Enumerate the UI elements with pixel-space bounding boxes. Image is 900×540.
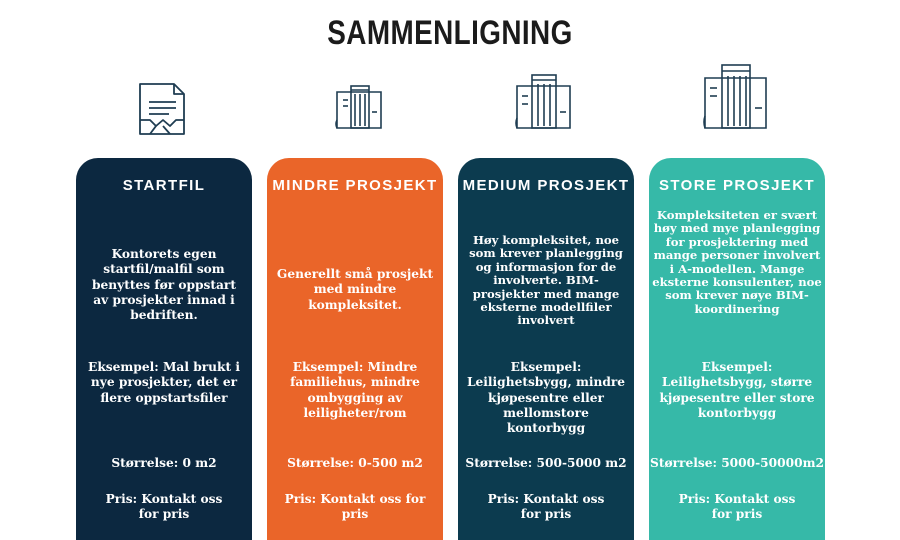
card-description: Kontorets egen startfil/malfil som benyt…: [92, 247, 236, 323]
card-description: Høy kompleksitet, noe som krever planleg…: [469, 233, 623, 328]
large-building-plan-icon: [702, 62, 770, 134]
medium-building-plan-icon: [514, 72, 574, 134]
small-building-plan-icon: [333, 82, 385, 134]
card-description: Generellt små prosjekt med mindre komple…: [276, 267, 434, 312]
card-title: MEDIUM PROSJEKT: [462, 177, 630, 194]
card-mindre-prosjekt: MINDRE PROSJEKT Generellt små prosjekt m…: [267, 158, 443, 540]
card-title: MINDRE PROSJEKT: [272, 177, 438, 194]
card-title: STORE PROSJEKT: [658, 177, 816, 194]
card-example: Eksempel: Mal brukt i nye prosjekter, de…: [88, 360, 240, 405]
card-price: Pris: Kontakt oss for pris: [678, 492, 796, 522]
card-title: STARTFIL: [122, 177, 206, 194]
card-example: Eksempel: Leilighetsbygg, større kjøpese…: [659, 360, 815, 420]
card-size: Størrelse: 500-5000 m2: [465, 456, 627, 470]
card-price: Pris: Kontakt oss for pris: [105, 492, 223, 522]
card-store-prosjekt: STORE PROSJEKT Kompleksiteten er svært h…: [649, 158, 825, 540]
document-icon: [136, 82, 188, 136]
card-example: Eksempel: Mindre familiehus, mindre omby…: [290, 360, 420, 420]
card-medium-prosjekt: MEDIUM PROSJEKT Høy kompleksitet, noe so…: [458, 158, 634, 540]
card-size: Størrelse: 5000-50000m2: [650, 456, 824, 470]
card-price: Pris: Kontakt oss for pris: [284, 492, 426, 522]
card-description: Kompleksiteten er svært høy med mye plan…: [652, 208, 822, 316]
card-startfil: STARTFIL Kontorets egen startfil/malfil …: [76, 158, 252, 540]
card-size: Størrelse: 0-500 m2: [287, 456, 423, 470]
card-price: Pris: Kontakt oss for pris: [487, 492, 605, 522]
card-size: Størrelse: 0 m2: [111, 456, 217, 470]
card-example: Eksempel: Leilighetsbygg, mindre kjøpese…: [466, 360, 626, 436]
page-title: SAMMENLIGNING: [327, 14, 573, 52]
